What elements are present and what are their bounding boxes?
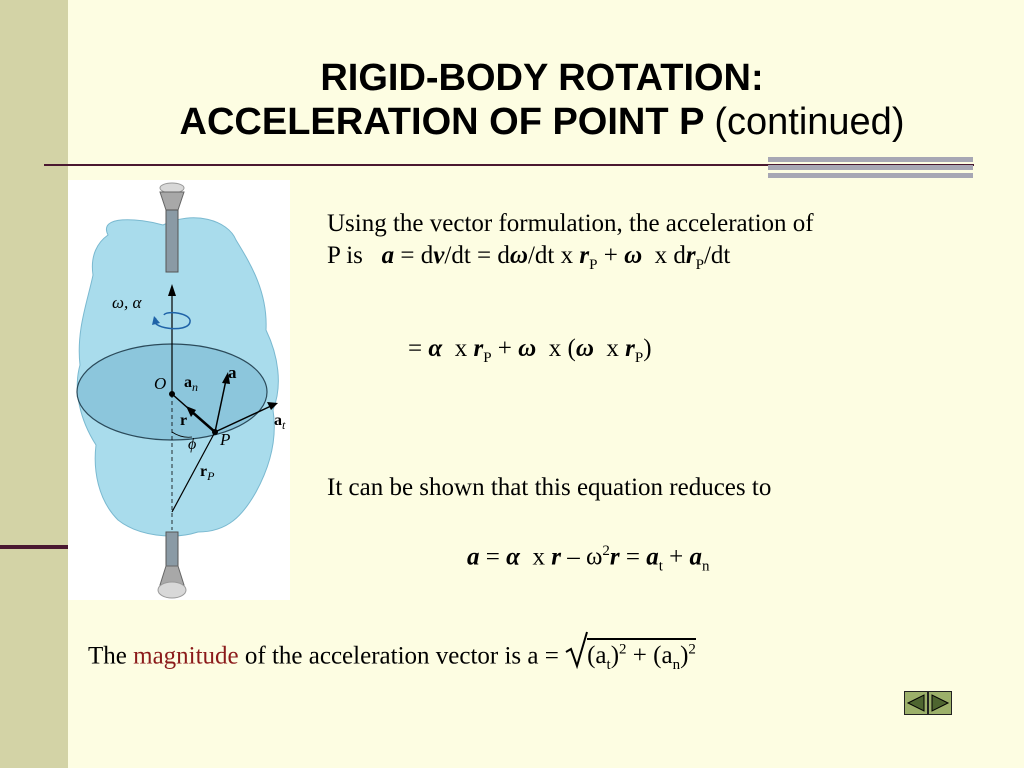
paragraph-vector-formulation: Using the vector formulation, the accele…: [327, 208, 1017, 281]
title-divider: [44, 164, 974, 166]
sqrt-expression: (at)2 + (an)2: [565, 631, 696, 681]
paragraph-line-2: P is a = dv/dt = dω/dt x rP + ω x drP/dt: [327, 242, 731, 273]
title-line-2-main: ACCELERATION OF POINT P: [179, 101, 704, 143]
label-at: at: [274, 412, 286, 433]
previous-slide-button[interactable]: [904, 691, 928, 715]
paragraph-line-1: Using the vector formulation, the accele…: [327, 210, 814, 237]
paragraph-magnitude: The magnitude of the acceleration vector…: [88, 631, 696, 681]
left-band: [0, 0, 68, 768]
triangle-right-icon: [931, 694, 950, 712]
equation-3: a = α x r – ω2r = at + an: [467, 543, 710, 575]
label-o: O: [154, 374, 167, 393]
label-omega-alpha: ω, α: [112, 293, 142, 312]
band-divider: [0, 545, 68, 549]
slide-navigation: [904, 691, 952, 720]
label-r: r: [180, 412, 188, 429]
equation-2: = α x rP + ω x (ω x rP): [408, 335, 652, 366]
label-rp: rP: [200, 463, 215, 484]
paragraph-reduces: It can be shown that this equation reduc…: [327, 474, 772, 501]
title-line-2: ACCELERATION OF POINT P (continued): [60, 100, 1024, 144]
title-line-1: RIGID-BODY ROTATION:: [320, 57, 764, 99]
decorative-bars: [768, 157, 973, 179]
slide-title: RIGID-BODY ROTATION: ACCELERATION OF POI…: [60, 56, 1024, 144]
label-p: P: [220, 430, 231, 449]
equation-1: a = dv/dt = dω/dt x rP + ω x drP/dt: [381, 242, 731, 273]
triangle-left-icon: [906, 694, 925, 712]
title-continued: (continued): [714, 101, 905, 143]
next-slide-button[interactable]: [928, 691, 952, 715]
rotation-figure: ω, α O an a at r P ϕ rP: [68, 180, 290, 600]
label-phi: ϕ: [188, 436, 197, 453]
label-an: an: [184, 374, 198, 395]
label-a: a: [228, 363, 237, 382]
magnitude-highlight: magnitude: [133, 642, 239, 670]
